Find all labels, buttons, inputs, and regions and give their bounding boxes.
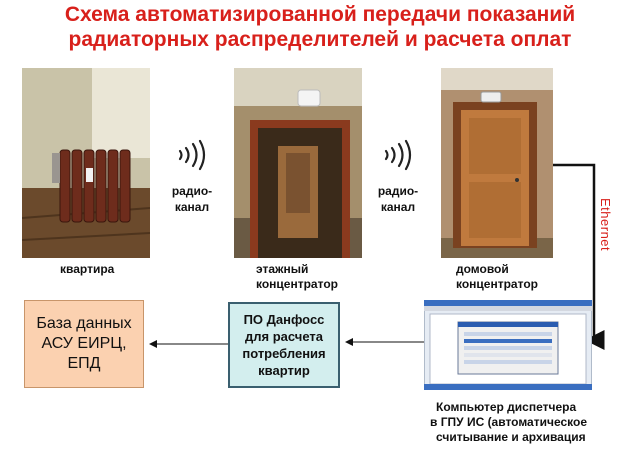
database-line-2: АСУ ЕИРЦ,	[41, 335, 127, 352]
title-line-2: радиаторных распределителей и расчета оп…	[68, 28, 572, 51]
house-concentrator-photo	[441, 68, 553, 258]
dispatcher-line-1: Компьютер диспетчера	[436, 400, 577, 414]
radio-label-line: канал	[380, 200, 416, 214]
caption-line: этажный	[256, 262, 309, 276]
software-line-3: потребления	[242, 346, 326, 361]
radio-label-line: радио-	[171, 184, 213, 198]
caption-line: концентратор	[456, 277, 538, 291]
caption-line: концентратор	[256, 277, 338, 291]
radio-label-line: канал	[174, 200, 210, 214]
software-line-2: для расчета	[245, 329, 323, 344]
dispatcher-caption: Компьютер диспетчера в ГПУ ИС (автоматич…	[430, 400, 620, 445]
database-line-3: ЕПД	[67, 355, 101, 372]
diagram-title: Схема автоматизированной передачи показа…	[0, 2, 640, 52]
radio-signal-icon	[384, 139, 412, 171]
dispatcher-screen-image	[423, 299, 593, 391]
dispatcher-line-3: считывание и архивация	[436, 430, 586, 444]
house-concentrator-caption: домовой концентратор	[456, 262, 538, 292]
title-line-1: Схема автоматизированной передачи показа…	[64, 3, 576, 26]
software-box: ПО Данфосс для расчета потребления кварт…	[228, 302, 340, 388]
caption-line: домовой	[456, 262, 509, 276]
dispatcher-line-2: в ГПУ ИС (автоматическое	[430, 415, 587, 429]
software-line-1: ПО Данфосс	[243, 312, 325, 327]
software-line-4: квартир	[258, 363, 310, 378]
apartment-caption: квартира	[60, 262, 115, 276]
radio-signal-icon	[178, 139, 206, 171]
floor-concentrator-caption: этажный концентратор	[256, 262, 338, 292]
floor-concentrator-photo	[234, 68, 362, 258]
radio-channel-label-2: радио- канал	[370, 183, 426, 215]
apartment-photo	[22, 68, 150, 258]
database-line-1: База данных	[36, 315, 132, 332]
radio-channel-label-1: радио- канал	[164, 183, 220, 215]
database-box: База данных АСУ ЕИРЦ, ЕПД	[24, 300, 144, 388]
ethernet-label: Ethernet	[598, 198, 613, 252]
radio-label-line: радио-	[377, 184, 419, 198]
